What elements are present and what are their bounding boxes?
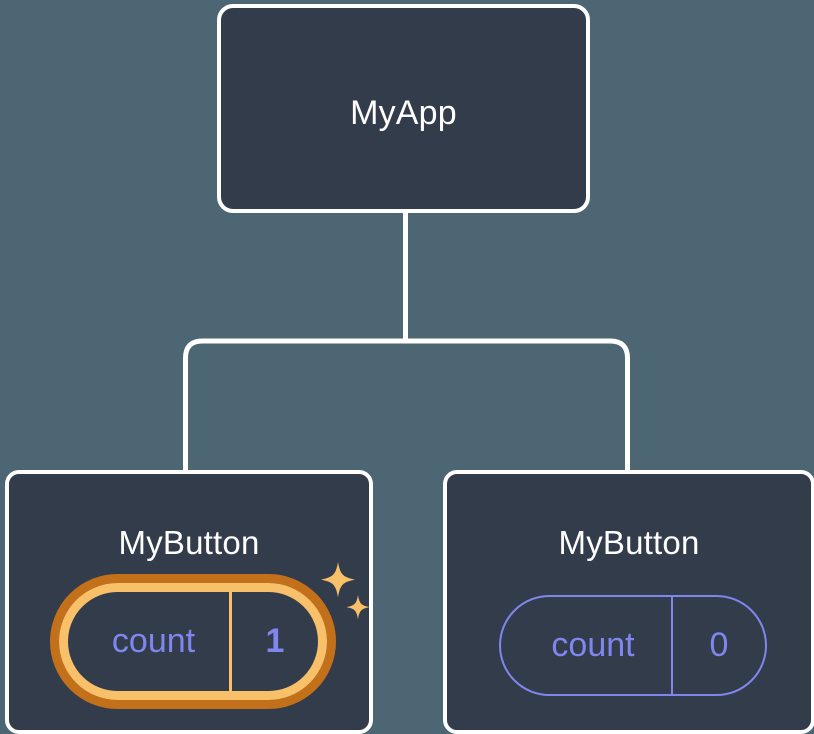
node-mybutton-left[interactable]: MyButton count 1: [5, 470, 373, 734]
state-pill-outer-ring: [50, 574, 336, 709]
state-pill-highlighted[interactable]: count 1: [50, 574, 336, 709]
node-mybutton-left-label: MyButton: [118, 524, 260, 561]
edge-branch-bar: [183, 338, 630, 472]
state-key-label: count: [551, 626, 635, 664]
node-mybutton-right[interactable]: MyButton count 0: [443, 470, 814, 734]
state-value-label: 0: [709, 626, 729, 664]
node-mybutton-right-label: MyButton: [558, 524, 700, 561]
node-myapp-label: MyApp: [350, 94, 457, 132]
node-myapp[interactable]: MyApp: [217, 4, 590, 213]
state-pill-divider: [671, 597, 673, 694]
state-value-label: 1: [265, 622, 285, 660]
state-pill-plain[interactable]: count 0: [499, 595, 767, 696]
state-key-label: count: [111, 622, 196, 660]
state-pill-inner-ring: count 1: [59, 583, 327, 700]
state-pill-divider: [229, 592, 232, 691]
